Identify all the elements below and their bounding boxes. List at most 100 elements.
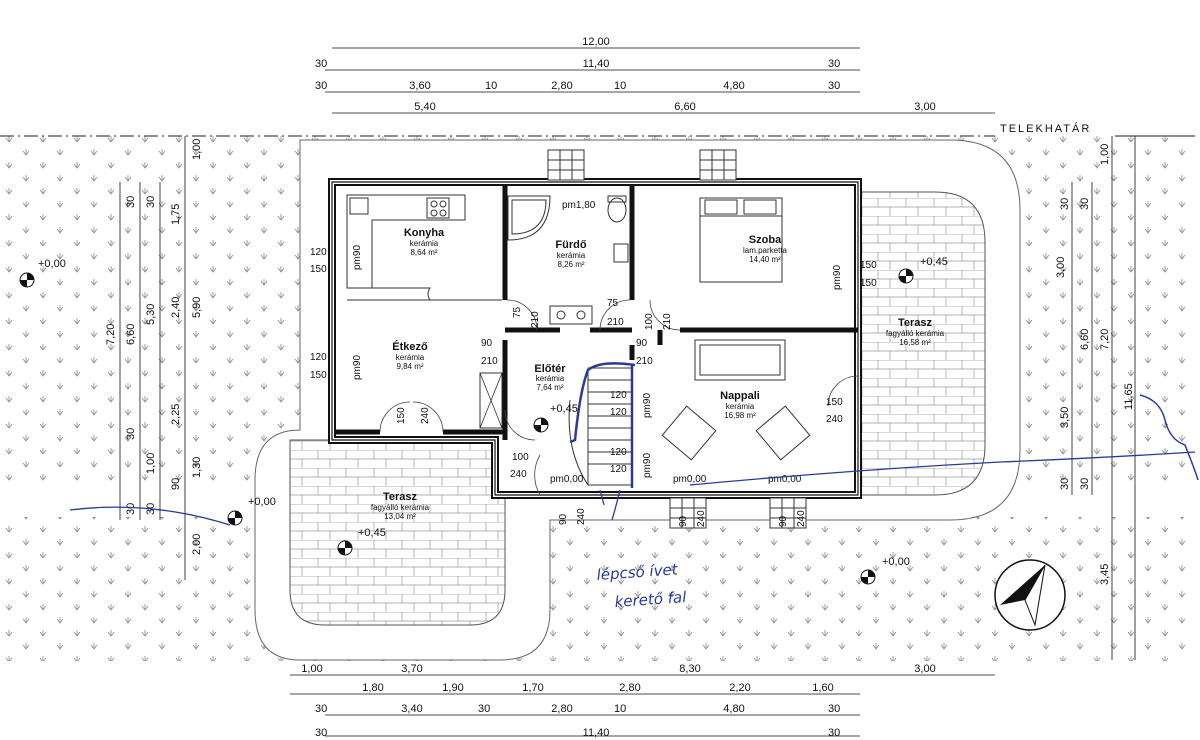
room-szoba: Szoba lam.parketta 14,40 m² <box>743 234 788 264</box>
room-area: 8,26 m² <box>557 260 584 269</box>
svg-text:pm1,80: pm1,80 <box>562 200 596 211</box>
svg-text:120: 120 <box>610 447 627 458</box>
svg-text:2,25: 2,25 <box>170 404 182 425</box>
svg-text:90: 90 <box>170 478 182 490</box>
room-name: Terasz <box>383 491 418 503</box>
svg-text:8,30: 8,30 <box>679 663 700 675</box>
kitchen-counter <box>346 194 502 301</box>
svg-text:30: 30 <box>1079 198 1091 210</box>
svg-text:30: 30 <box>478 703 490 715</box>
svg-text:150: 150 <box>396 407 407 424</box>
bottom-dim-row4: 30 11,40 30 <box>315 727 840 739</box>
svg-text:+0,00: +0,00 <box>38 258 66 270</box>
svg-text:30: 30 <box>1079 478 1091 490</box>
svg-text:2,80: 2,80 <box>619 682 640 694</box>
level-markers: +0,00 +0,00 +0,00 +0,45 +0,45 +0,45 <box>19 256 948 585</box>
room-eloter: Előtér kerámia 7,64 m² <box>534 363 566 392</box>
room-name: Fürdő <box>555 239 586 251</box>
room-etkezo: Étkező kerámia 9,84 m² <box>392 340 428 371</box>
svg-text:7,20: 7,20 <box>105 324 117 345</box>
top-dimension-lines <box>325 47 995 114</box>
room-name: Nappali <box>720 390 760 402</box>
svg-text:10: 10 <box>614 80 626 92</box>
top-dim-total: 12,00 <box>582 36 610 48</box>
room-terasz-right: Terasz fagyálló kerámia 16,58 m² <box>886 317 945 347</box>
svg-text:90: 90 <box>636 338 648 349</box>
level-marker-terrace-left: +0,45 <box>337 527 386 556</box>
svg-text:+0,45: +0,45 <box>920 256 948 268</box>
svg-text:150: 150 <box>310 370 327 381</box>
svg-text:120: 120 <box>610 390 627 401</box>
svg-text:1,90: 1,90 <box>442 682 463 694</box>
room-name: Konyha <box>404 227 445 239</box>
bottom-dim-row3: 30 3,40 30 2,80 10 4,80 30 <box>315 703 840 715</box>
room-area: 7,64 m² <box>536 383 563 392</box>
svg-text:150: 150 <box>826 397 843 408</box>
svg-text:+0,45: +0,45 <box>550 403 578 415</box>
chimney-grids <box>547 149 807 529</box>
svg-text:+0,45: +0,45 <box>358 527 386 539</box>
svg-text:30: 30 <box>828 703 840 715</box>
room-finish: fagyálló kerámia <box>886 329 945 338</box>
svg-text:1,70: 1,70 <box>522 682 543 694</box>
opening-labels: 120 150 pm90 120 150 pm90 150 240 pm1,80… <box>310 200 877 527</box>
svg-text:10: 10 <box>614 703 626 715</box>
handwritten-note-line1: lépcső ívet <box>596 560 679 584</box>
level-marker-terrace-right: +0,45 <box>898 256 948 284</box>
svg-text:1,80: 1,80 <box>362 682 383 694</box>
svg-text:1,00: 1,00 <box>191 139 203 160</box>
room-name: Étkező <box>392 340 428 353</box>
svg-text:11,40: 11,40 <box>583 58 610 70</box>
room-name: Előtér <box>534 363 566 375</box>
left-dimension-lines <box>119 136 186 580</box>
room-finish: kerámia <box>726 402 755 411</box>
svg-text:3,40: 3,40 <box>401 703 422 715</box>
svg-text:6,60: 6,60 <box>1079 329 1091 350</box>
room-finish: kerámia <box>396 353 425 362</box>
svg-text:+0,00: +0,00 <box>248 496 276 508</box>
svg-text:240: 240 <box>510 469 527 480</box>
svg-text:5,30: 5,30 <box>145 304 157 325</box>
bathroom-fixtures <box>507 195 629 325</box>
right-terrace <box>857 191 986 496</box>
svg-text:pm90: pm90 <box>352 355 363 380</box>
svg-text:2,80: 2,80 <box>551 703 572 715</box>
svg-text:1,30: 1,30 <box>191 457 203 478</box>
room-konyha: Konyha kerámia 8,64 m² <box>404 227 445 257</box>
living-furniture <box>661 339 811 461</box>
svg-text:pm0,00: pm0,00 <box>673 474 707 485</box>
svg-text:240: 240 <box>576 508 587 525</box>
svg-text:120: 120 <box>310 352 327 363</box>
svg-text:5,90: 5,90 <box>191 297 203 318</box>
room-area: 9,84 m² <box>396 362 423 371</box>
svg-text:+0,00: +0,00 <box>882 556 910 568</box>
room-nappali: Nappali kerámia 16,98 m² <box>720 390 760 420</box>
svg-text:6,60: 6,60 <box>125 324 137 345</box>
level-marker-outside-entry: +0,00 <box>227 496 276 526</box>
svg-text:120: 120 <box>610 464 627 475</box>
svg-text:75: 75 <box>512 306 523 318</box>
svg-text:4,80: 4,80 <box>723 703 744 715</box>
svg-text:3,50: 3,50 <box>1059 407 1071 428</box>
svg-text:210: 210 <box>481 356 498 367</box>
bed <box>699 197 783 283</box>
svg-text:30: 30 <box>1059 198 1071 210</box>
right-dimension-lines <box>1071 136 1136 660</box>
svg-text:30: 30 <box>125 503 137 515</box>
svg-text:pm90: pm90 <box>642 393 653 418</box>
top-dim-row4: 5,40 6,60 3,00 <box>414 101 935 113</box>
room-area: 16,58 m² <box>899 338 931 347</box>
svg-text:210: 210 <box>636 356 653 367</box>
room-terasz-left: Terasz fagyálló kerámia 13,04 m² <box>371 491 430 521</box>
svg-text:1,00: 1,00 <box>301 663 322 675</box>
room-area: 8,64 m² <box>410 248 437 257</box>
svg-text:120: 120 <box>610 407 627 418</box>
bottom-dim-row1: 1,00 3,70 8,30 3,00 <box>301 663 935 675</box>
svg-text:30: 30 <box>125 428 137 440</box>
room-area: 16,98 m² <box>724 411 756 420</box>
svg-text:90: 90 <box>481 338 493 349</box>
svg-text:90: 90 <box>778 515 789 527</box>
svg-text:11,40: 11,40 <box>583 727 610 739</box>
left-terrace <box>289 439 506 626</box>
svg-text:pm0,00: pm0,00 <box>768 474 802 485</box>
